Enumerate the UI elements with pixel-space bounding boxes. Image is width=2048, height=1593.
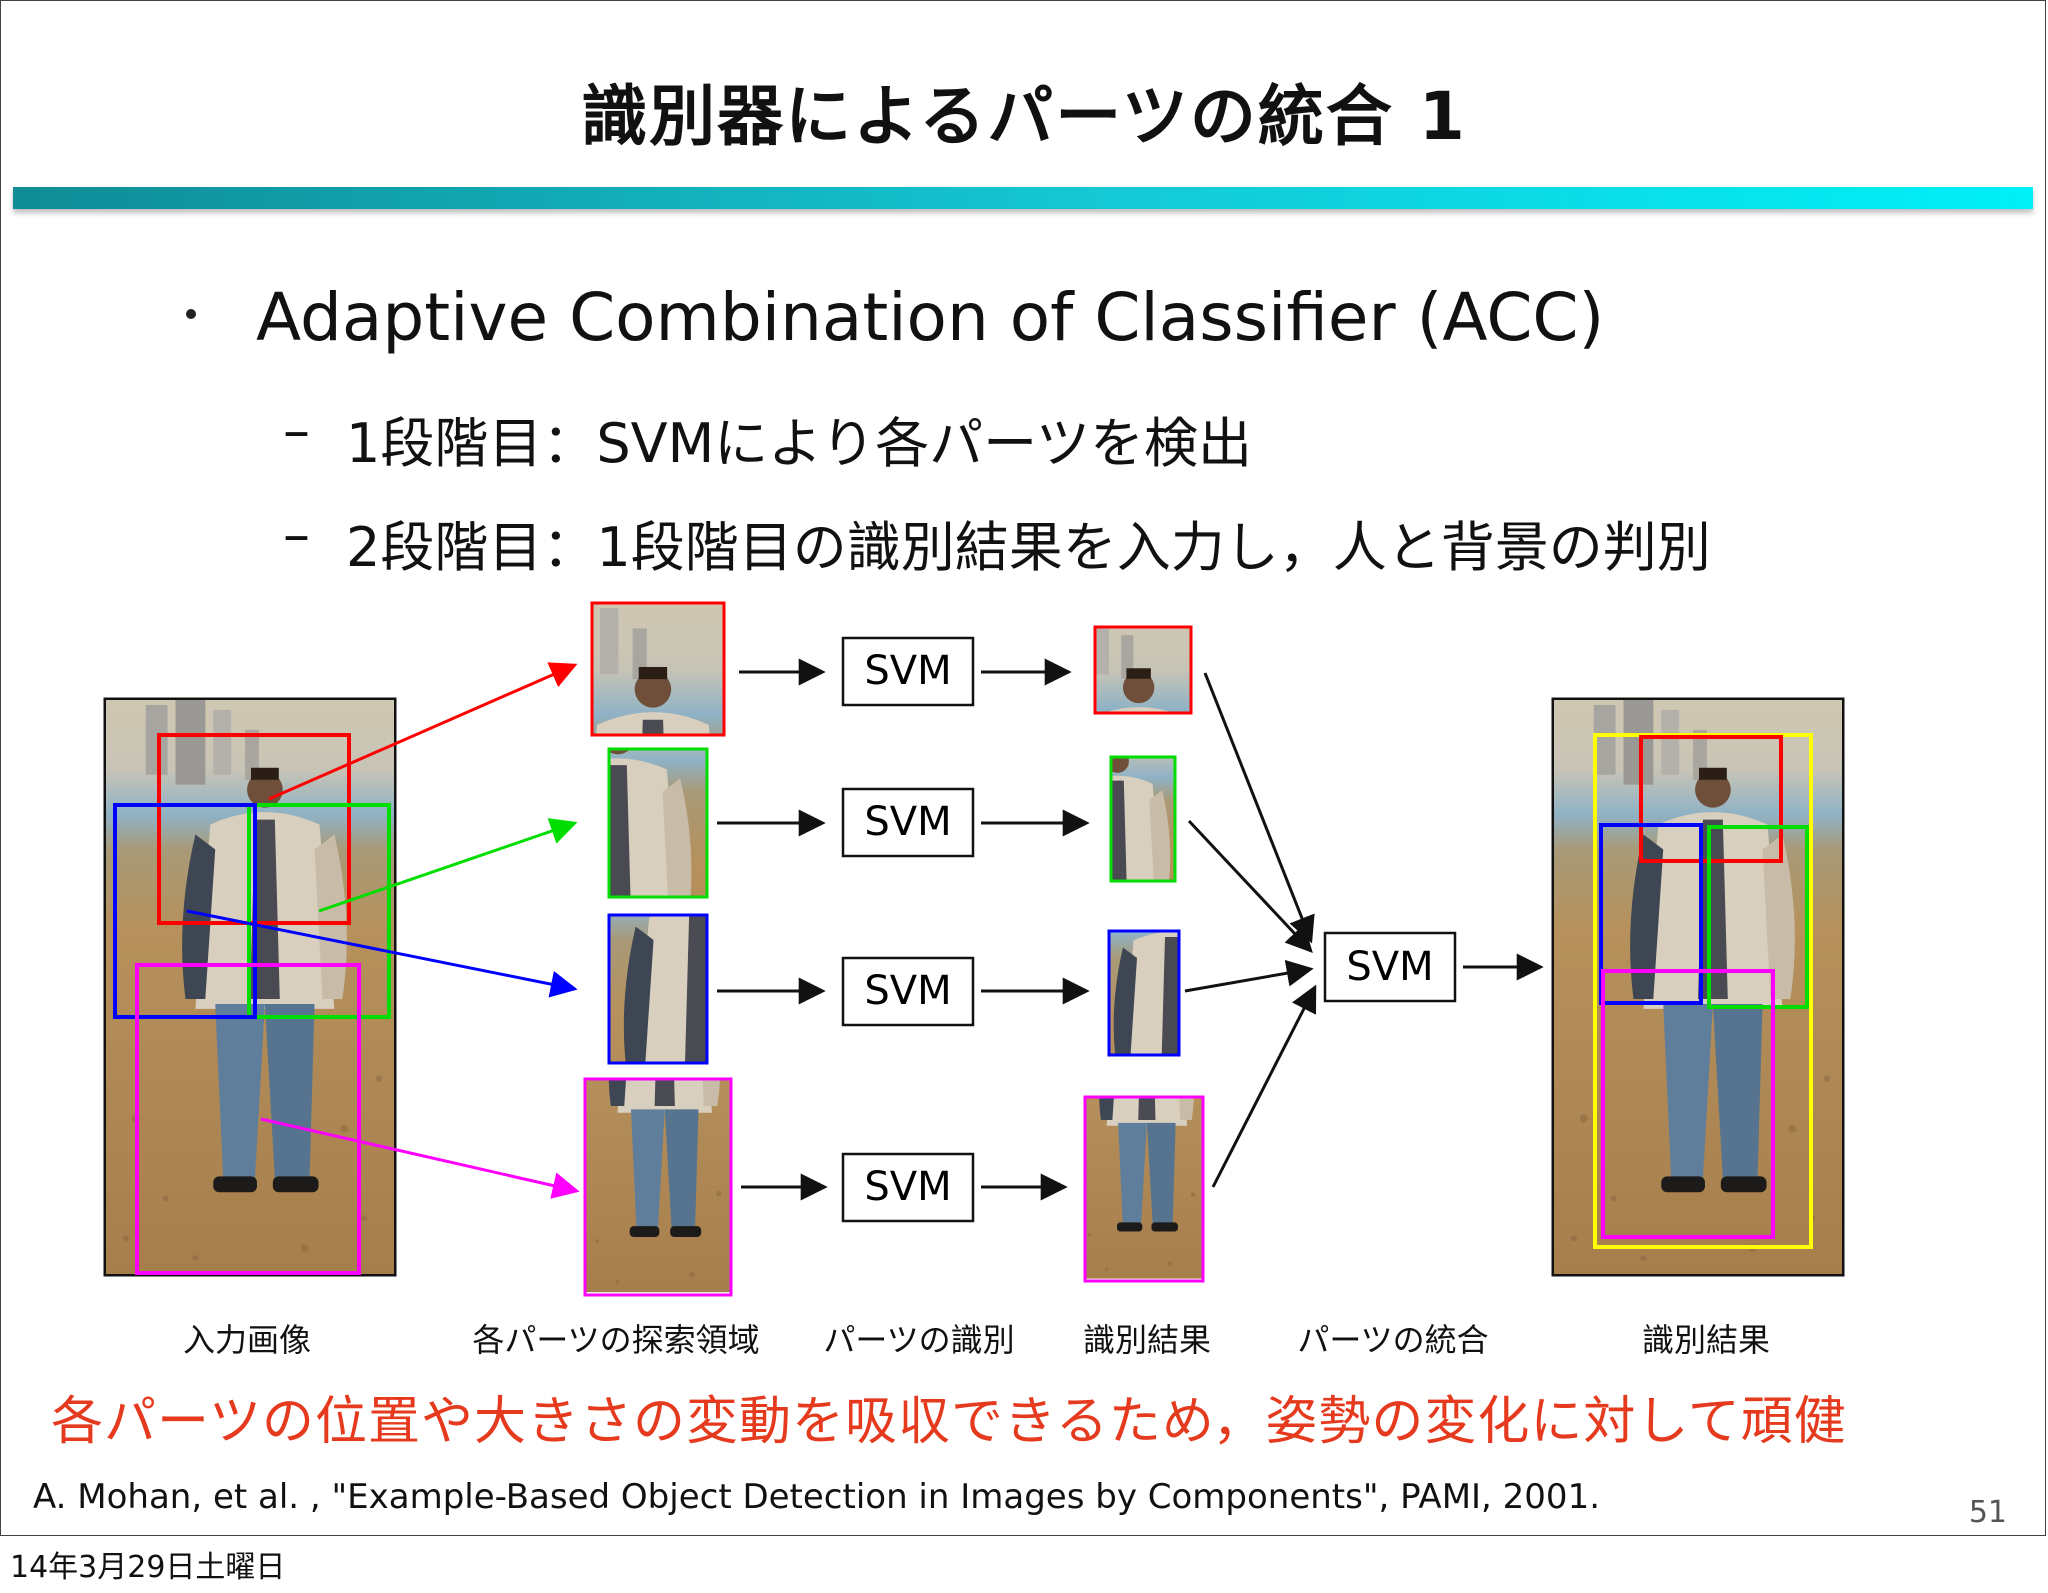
right-arm-region-box <box>247 803 391 1019</box>
caption-part-result: 識別結果 <box>1082 1321 1212 1359</box>
arrow-left-arm-part <box>186 909 578 998</box>
part-crop-left-arm <box>607 913 709 1065</box>
arrow-head-part <box>268 662 578 801</box>
acc-diagram: SVM SVM SVM SVM <box>103 601 1845 1297</box>
result-crop-head <box>1093 625 1193 715</box>
title-underline-bar <box>13 187 2033 209</box>
svm-box-right-arm: SVM <box>841 787 975 858</box>
svm-label: SVM <box>864 1164 951 1210</box>
caption-part-recognition: パーツの識別 <box>823 1321 1015 1359</box>
subbullet-2: 2段階目：1段階目の識別結果を入力し，人と背景の判別 <box>346 516 1711 579</box>
summary-text: 各パーツの位置や大きさの変動を吸収できるため，姿勢の変化に対して頑健 <box>51 1392 1847 1452</box>
result-crop-right-arm <box>1109 755 1177 883</box>
caption-final-result: 識別結果 <box>1641 1321 1771 1359</box>
subbullet-1: 1段階目：SVMにより各パーツを検出 <box>346 412 1253 475</box>
svm-label: SVM <box>864 799 951 845</box>
result-crop-left-arm <box>1107 929 1181 1057</box>
svm-box-integration: SVM <box>1323 931 1457 1003</box>
footer-date: 14年3月29日土曜日 <box>10 1550 286 1585</box>
caption-input-image: 入力画像 <box>182 1321 312 1359</box>
right-arm-detection-box <box>1707 825 1809 1009</box>
arrow-legs-part <box>260 1117 580 1199</box>
legs-detection-box <box>1601 969 1775 1239</box>
arrow-right-arm-part <box>318 818 578 913</box>
svm-label: SVM <box>864 968 951 1014</box>
svm-label: SVM <box>864 648 951 694</box>
svm-label: SVM <box>1346 944 1433 990</box>
slide-title: 識別器によるパーツの統合 1 <box>581 78 1467 155</box>
page-number: 51 <box>1968 1495 2007 1530</box>
input-image <box>103 697 397 1277</box>
svm-box-left-arm: SVM <box>841 956 975 1027</box>
svm-box-head: SVM <box>841 636 975 707</box>
bullet-main: Adaptive Combination of Classifier (ACC) <box>256 279 1605 356</box>
left-arm-detection-box <box>1599 823 1703 1005</box>
caption-part-search: 各パーツの探索領域 <box>472 1321 760 1359</box>
dash-icon: – <box>283 503 310 566</box>
caption-integration: パーツの統合 <box>1297 1321 1489 1359</box>
svm-box-legs: SVM <box>841 1152 975 1223</box>
dash-icon: – <box>283 399 310 462</box>
slide: 識別器によるパーツの統合 1 Adaptive Combination of C… <box>0 0 2046 1536</box>
final-result-image <box>1551 697 1845 1277</box>
result-crop-legs <box>1083 1095 1205 1283</box>
citation: A. Mohan, et al. , "Example-Based Object… <box>33 1477 1601 1517</box>
left-arm-region-box <box>113 803 257 1019</box>
legs-region-box <box>135 963 361 1275</box>
part-crop-head <box>590 601 726 737</box>
part-crop-legs <box>583 1077 733 1297</box>
part-crop-right-arm <box>607 747 709 899</box>
bullet-icon <box>186 309 196 319</box>
